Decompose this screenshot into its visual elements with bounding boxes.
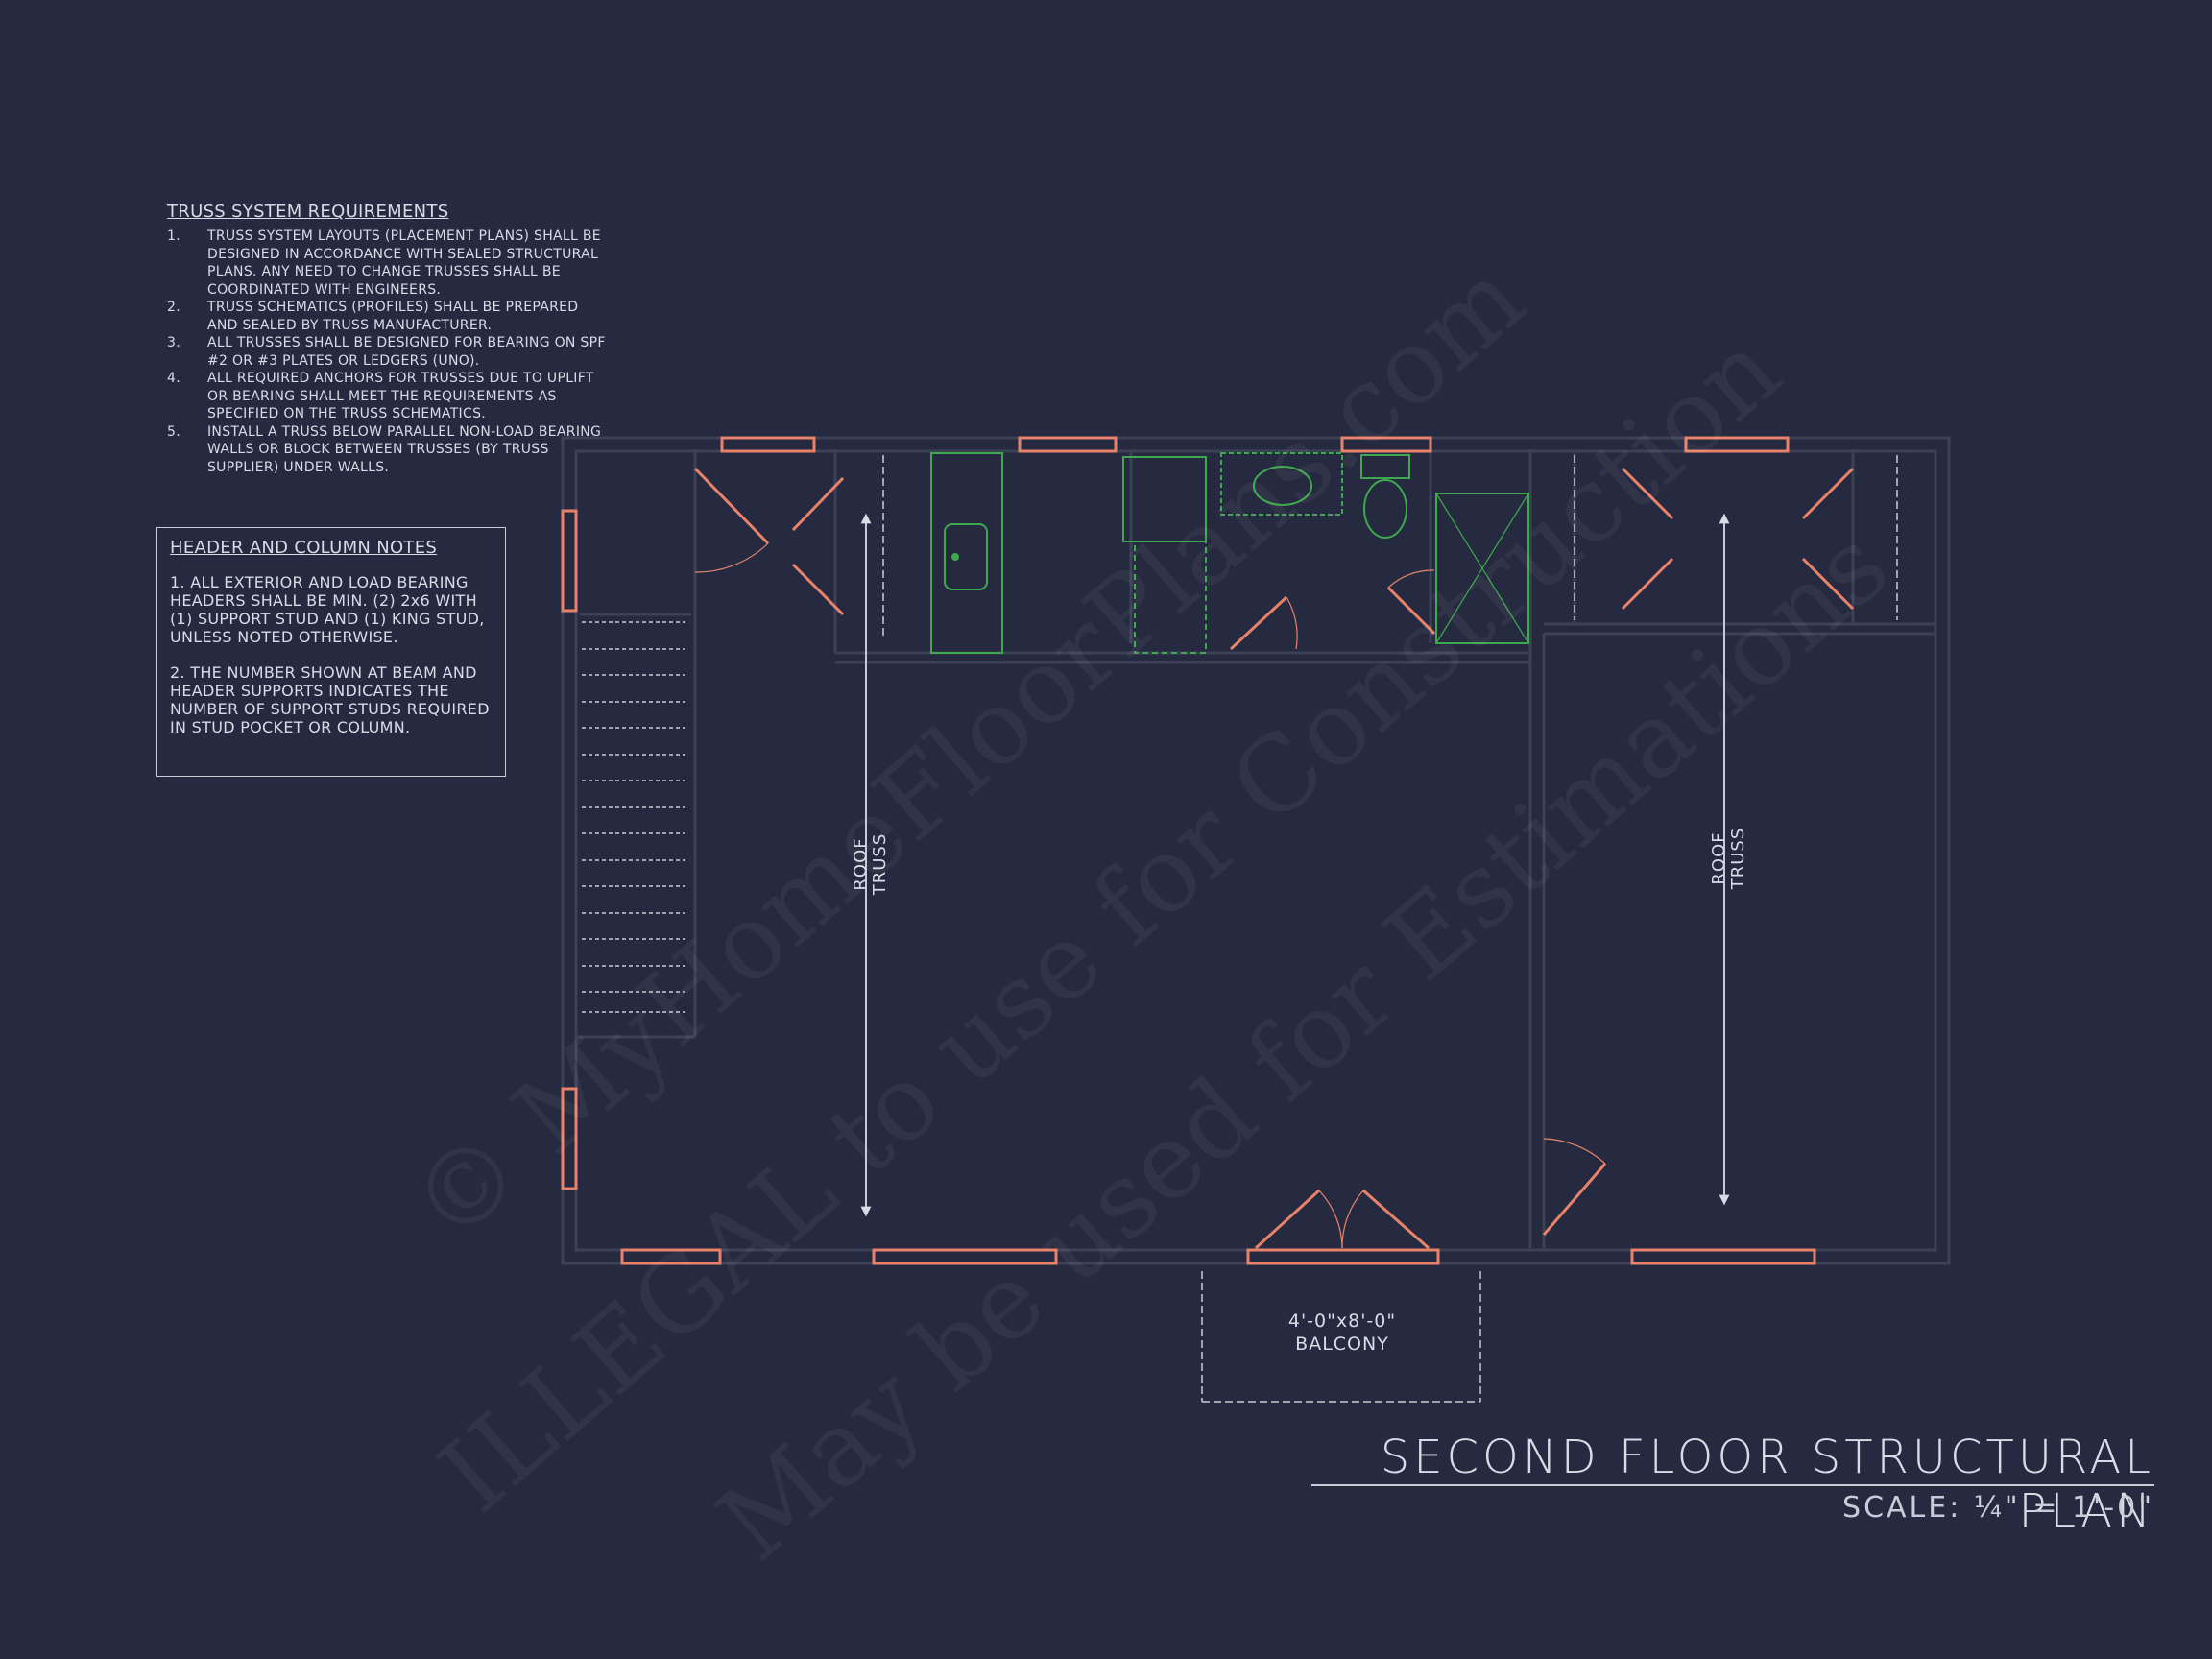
plan-scale: SCALE: ¼" = 1'-0" [1842, 1491, 2154, 1525]
doors [693, 467, 1855, 1250]
header-note-1: 1. ALL EXTERIOR AND LOAD BEARING HEADERS… [170, 573, 485, 646]
watermark-line2: ILLEGAL to use for Construction [418, 310, 1802, 1536]
truss-note-2: 2.TRUSS SCHEMATICS (PROFILES) SHALL BE P… [167, 300, 579, 333]
truss-notes-title: TRUSS SYSTEM REQUIREMENTS [167, 202, 449, 222]
roof-truss-arrows [860, 513, 1730, 1217]
closet-shelves [882, 455, 1898, 1403]
truss-note-4: 4.ALL REQUIRED ANCHORS FOR TRUSSES DUE T… [167, 371, 594, 421]
balcony-label: 4'-0"x8'-0" BALCONY [1204, 1310, 1480, 1356]
plan-title-underline [1311, 1484, 2154, 1486]
header-beams [561, 436, 1816, 1265]
watermark: © MyHomeFloorPlans.com ILLEGAL to use fo… [389, 238, 1911, 1583]
balcony-size: 4'-0"x8'-0" [1287, 1310, 1397, 1332]
header-note-2: 2. THE NUMBER SHOWN AT BEAM AND HEADER S… [170, 663, 490, 736]
header-column-notes: HEADER AND COLUMN NOTES 1. ALL EXTERIOR … [156, 527, 506, 777]
truss-note-1: 1.TRUSS SYSTEM LAYOUTS (PLACEMENT PLANS)… [167, 228, 601, 298]
truss-system-requirements: TRUSS SYSTEM REQUIREMENTS 1.TRUSS SYSTEM… [167, 202, 609, 476]
plumbing-fixtures [930, 452, 1529, 654]
roof-truss-label-right: ROOF TRUSS [1709, 827, 1748, 890]
truss-note-3: 3.ALL TRUSSES SHALL BE DESIGNED FOR BEAR… [167, 335, 606, 369]
plan-title: SECOND FLOOR STRUCTURAL PLAN [1380, 1431, 2154, 1538]
header-notes-title: HEADER AND COLUMN NOTES [170, 538, 438, 558]
balcony-name: BALCONY [1295, 1334, 1389, 1355]
stair-treads [582, 621, 685, 1013]
truss-note-5: 5.INSTALL A TRUSS BELOW PARALLEL NON-LOA… [167, 423, 602, 475]
roof-truss-label-left: ROOF TRUSS [851, 832, 890, 896]
